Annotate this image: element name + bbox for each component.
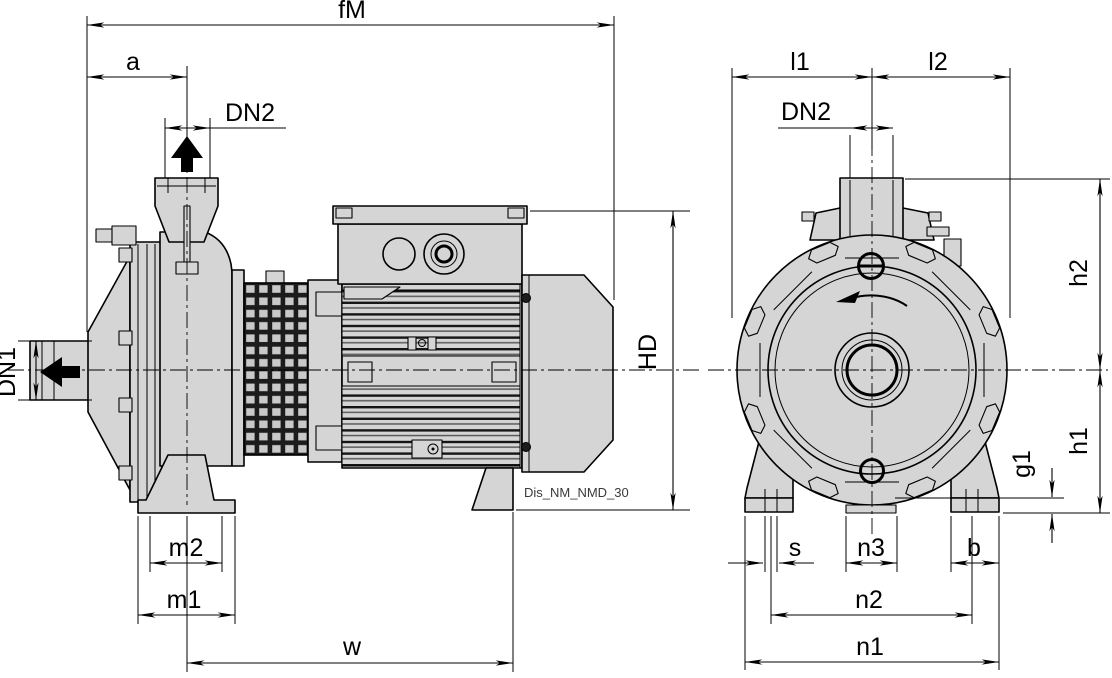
dim-label-l2: l2: [928, 48, 947, 76]
dim-fm: fM: [86, 0, 615, 332]
lantern: [231, 269, 309, 467]
dim-a: a: [86, 48, 188, 137]
dim-s: s: [728, 516, 814, 572]
dim-w: w: [186, 512, 514, 672]
motor-foot: [471, 467, 514, 511]
cable-gland: [423, 233, 465, 275]
port-pad-left: [809, 207, 841, 241]
casing-bolts: [118, 247, 133, 481]
dim-label-s: s: [789, 534, 802, 562]
bolt-circle: [732, 230, 1012, 510]
dim-n3: n3: [845, 516, 898, 572]
dim-label-fm: fM: [338, 0, 366, 24]
front-discharge-port: [801, 177, 962, 267]
suction-flow-arrow-icon: [40, 357, 80, 387]
dim-dn2-side: DN2: [164, 99, 286, 178]
dim-n2: n2: [770, 516, 973, 624]
drawing-code: Dis_NM_NMD_30: [524, 485, 629, 500]
dim-label-dn2-front: DN2: [781, 98, 831, 126]
dim-h1: h1: [1003, 369, 1110, 514]
dim-label-n1: n1: [856, 633, 884, 661]
dim-l1: l1: [731, 48, 873, 318]
lantern-vents: [243, 282, 309, 456]
bottom-pad: [845, 504, 897, 514]
dim-label-b: b: [967, 534, 981, 562]
dim-label-dn1: DN1: [0, 347, 21, 397]
dim-label-hd: HD: [634, 334, 662, 370]
dim-label-n3: n3: [857, 534, 885, 562]
casing-cover: [87, 255, 131, 491]
pump-casing: [29, 177, 236, 514]
dim-g1: g1: [895, 450, 1064, 543]
dim-m2: m2: [149, 516, 223, 572]
dim-h2: h2: [905, 178, 1110, 371]
fan-cover-screw-top: [521, 293, 531, 303]
dim-b: b: [950, 516, 1000, 572]
rotation-direction-arrow-icon: [836, 291, 908, 307]
fan-cover: [521, 274, 614, 473]
side-screws: [926, 226, 950, 237]
dim-label-m2: m2: [169, 534, 204, 562]
side-plug-body: [111, 225, 137, 246]
dim-dn1: DN1: [0, 340, 92, 401]
terminal-box-lid: [332, 205, 528, 225]
side-plug-head: [95, 228, 114, 243]
pump-foot: [137, 454, 236, 514]
dim-label-w: w: [342, 633, 362, 661]
dim-label-dn2-side: DN2: [225, 99, 275, 127]
cable-entry-blank: [382, 237, 416, 271]
adapter-ring: [231, 269, 245, 467]
dim-dn2-front: DN2: [778, 98, 894, 178]
dim-label-l1: l1: [790, 48, 809, 76]
dim-label-g1: g1: [1008, 450, 1036, 478]
casing-front-plate: [129, 241, 163, 503]
side-view: fM a DN2 DN1 HD: [0, 0, 700, 672]
lantern-tab: [265, 270, 285, 284]
terminal-box-body: [337, 223, 523, 285]
dim-hd: HD: [516, 210, 690, 511]
discharge-flow-arrow-icon: [171, 136, 203, 172]
dim-label-h1: h1: [1065, 427, 1093, 455]
terminal-box: [332, 205, 528, 285]
dim-label-m1: m1: [167, 586, 202, 614]
lifting-lug: [343, 286, 401, 300]
fan-cover-shell: [521, 274, 614, 473]
port-pad-right: [902, 207, 935, 241]
dim-label-n2: n2: [855, 586, 883, 614]
motor: [307, 279, 523, 511]
front-view: l1 l2 DN2 h2 h1 g1: [708, 48, 1110, 670]
priming-plug: [857, 252, 885, 280]
dim-label-a: a: [126, 48, 140, 76]
dim-n1: n1: [744, 516, 1000, 670]
dim-l2: l2: [871, 48, 1011, 318]
fan-cover-screw-bottom: [521, 442, 531, 452]
dim-label-h2: h2: [1065, 259, 1093, 287]
